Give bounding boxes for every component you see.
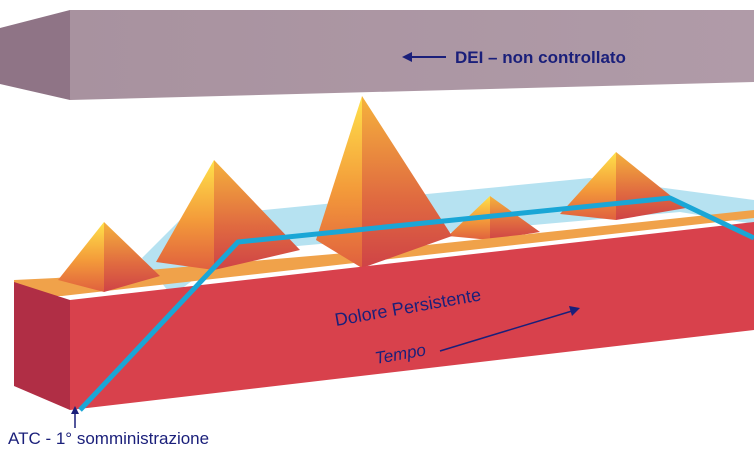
pain-box-side — [14, 282, 70, 410]
atc-first-dose-label: ATC - 1° somministrazione — [8, 429, 209, 448]
dei-bar-side — [0, 10, 70, 100]
time-arrow-head — [569, 306, 580, 316]
pyramid-front-3 — [316, 96, 452, 268]
pain-box-front — [70, 222, 754, 410]
dei-bar: DEI – non controllato — [0, 10, 754, 100]
atc-start-arrow-head — [71, 406, 79, 414]
atc-line — [78, 195, 754, 412]
dei-arrow-head — [402, 52, 412, 62]
pyramid-front-1 — [58, 222, 160, 292]
dei-label: DEI – non controllato — [455, 48, 626, 67]
time-arrow — [439, 310, 573, 352]
